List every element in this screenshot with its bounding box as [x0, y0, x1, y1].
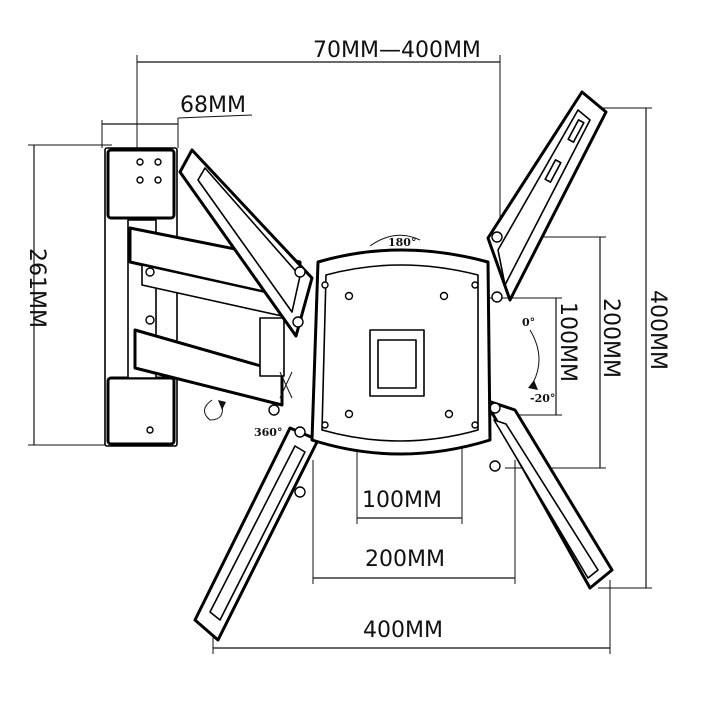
horizontal-400-label: 400MM [363, 618, 443, 643]
wall-plate-width-label: 68MM [180, 93, 246, 118]
rotation-indicators [204, 234, 540, 421]
vesa-plate [310, 248, 492, 456]
horizontal-200-label: 200MM [365, 547, 445, 572]
tilt-top-angle-label: 0° [522, 316, 535, 329]
vertical-400-label: 400MM [645, 290, 670, 370]
vesa-range-label: 70MM—400MM [313, 38, 481, 63]
vertical-200-label: 200MM [598, 298, 623, 378]
vertical-100-label: 100MM [555, 302, 580, 382]
rotation-angle-label: 360° [254, 426, 282, 439]
wall-plate-height-label: 261MM [24, 248, 49, 328]
wall-plate [104, 147, 178, 447]
swivel-angle-label: 180° [388, 236, 416, 249]
dimension-lines [28, 55, 652, 654]
horizontal-100-label: 100MM [362, 488, 442, 513]
vesa-brackets [178, 90, 614, 642]
tilt-bottom-angle-label: -20° [530, 392, 555, 405]
